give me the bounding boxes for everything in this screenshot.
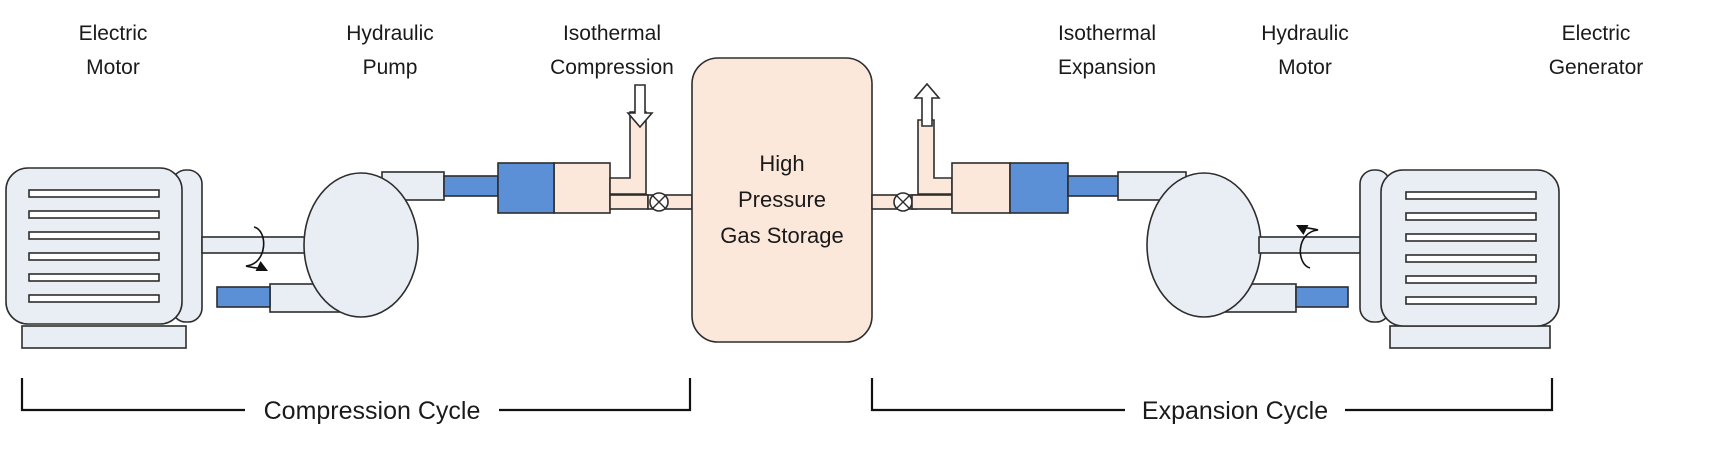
- drive-shaft-right: [1258, 236, 1364, 254]
- expansion-cycle-label: Expansion Cycle: [1142, 397, 1328, 425]
- hydraulic-pump: [216, 171, 445, 318]
- label-isothermal-expansion-2: Expansion: [1058, 56, 1156, 79]
- electric-generator: [1359, 169, 1560, 349]
- label-hydraulic-motor-1: Hydraulic: [1261, 22, 1349, 45]
- label-hydraulic-motor-2: Motor: [1278, 56, 1332, 79]
- label-electric-motor-1: Electric: [79, 22, 148, 45]
- drive-shaft-left: [201, 236, 309, 254]
- rotation-arrow-left: [245, 226, 269, 272]
- pump-piston-rod: [443, 175, 499, 197]
- inflow-arrow-icon: [626, 84, 654, 129]
- generator-cooling-fins: [1405, 191, 1537, 305]
- valve-left-icon: [649, 192, 669, 212]
- compression-cycle-label: Compression Cycle: [264, 397, 481, 425]
- label-isothermal-expansion-1: Isothermal: [1058, 22, 1156, 45]
- valve-right-icon: [893, 192, 913, 212]
- hydraulic-motor: [1117, 171, 1349, 318]
- expansion-cylinder: [911, 119, 1069, 214]
- storage-label-1: High: [759, 151, 804, 176]
- label-hydraulic-pump-2: Pump: [363, 56, 418, 79]
- label-electric-generator-1: Electric: [1562, 22, 1631, 45]
- motor-piston-rod: [1067, 175, 1121, 197]
- label-isothermal-compression-1: Isothermal: [563, 22, 661, 45]
- storage-label-3: Gas Storage: [720, 223, 844, 248]
- motor-cooling-fins: [28, 189, 160, 303]
- rotation-arrow-right: [1295, 224, 1319, 269]
- compression-cycle-bracket: [20, 378, 692, 412]
- expansion-cycle-bracket: [870, 378, 1554, 412]
- outflow-arrow-icon: [913, 82, 941, 127]
- label-isothermal-compression-2: Compression: [550, 56, 674, 79]
- label-electric-motor-2: Motor: [86, 56, 140, 79]
- label-hydraulic-pump-1: Hydraulic: [346, 22, 434, 45]
- electric-motor: [5, 167, 203, 349]
- label-electric-generator-2: Generator: [1549, 56, 1644, 79]
- storage-label-2: Pressure: [738, 187, 826, 212]
- compression-cylinder: [497, 111, 649, 214]
